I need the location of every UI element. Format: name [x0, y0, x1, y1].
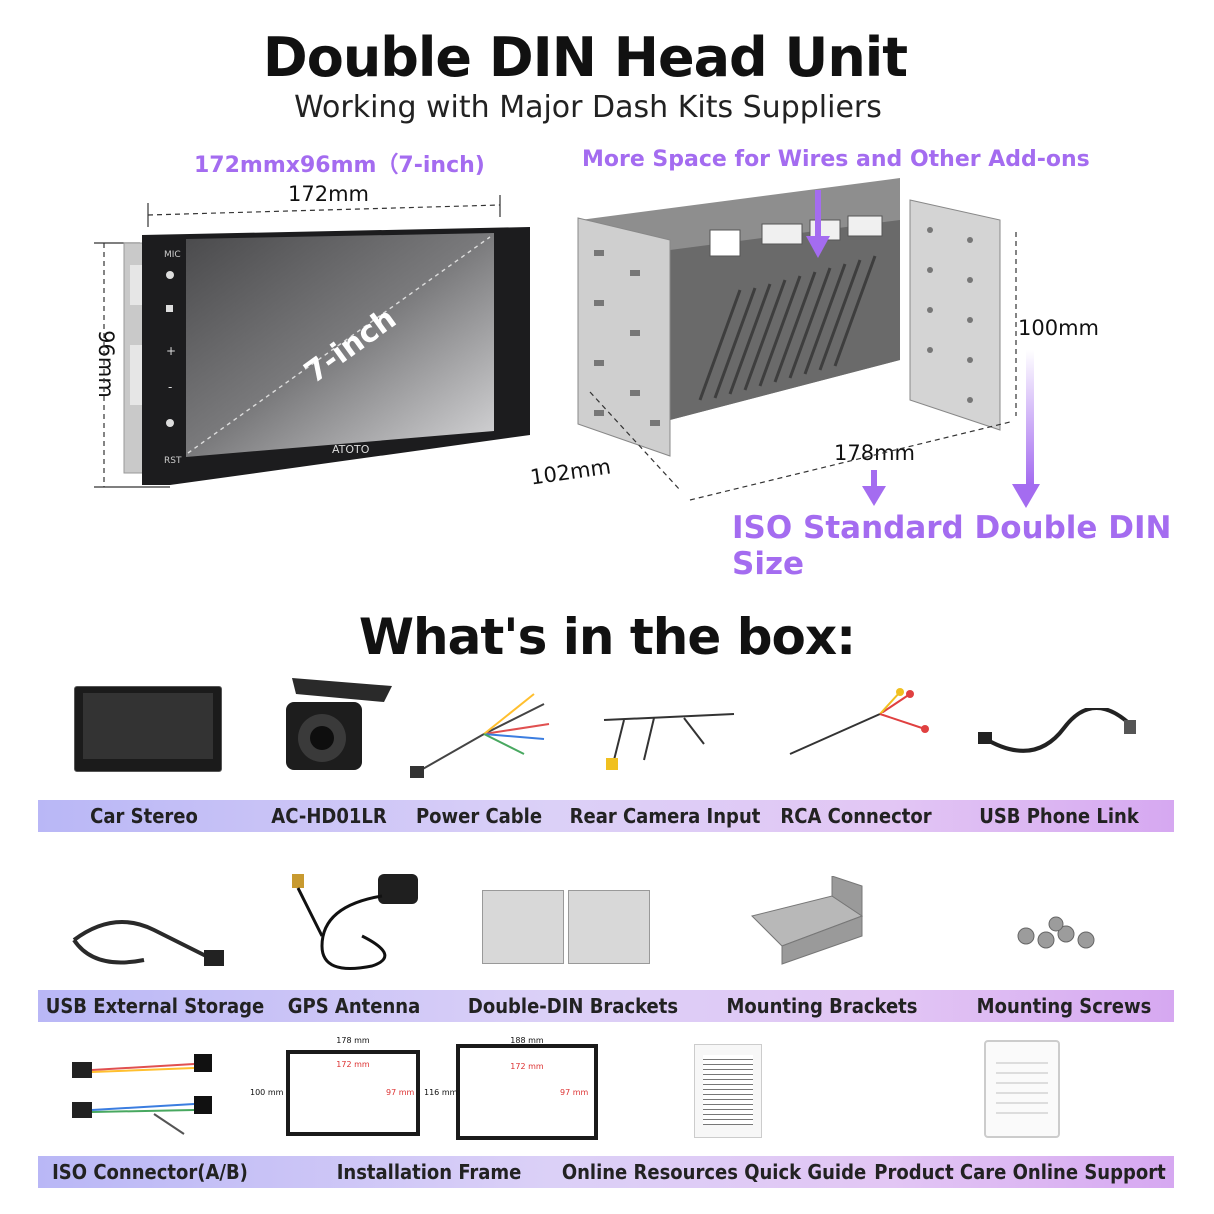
label-rear-camera-input: Rear Camera Input	[569, 804, 761, 828]
label-mounting-brackets: Mounting Brackets	[726, 994, 918, 1018]
row1-label-band: Car Stereo AC-HD01LR Power Cable Rear Ca…	[38, 800, 1174, 832]
mounting-screws-image	[1017, 916, 1095, 949]
label-iso-connector: ISO Connector(A/B)	[52, 1160, 248, 1184]
label-power-cable: Power Cable	[415, 804, 543, 828]
rca-connector-image	[789, 688, 929, 755]
label-car-stereo: Car Stereo	[90, 804, 198, 828]
label-mounting-screws: Mounting Screws	[976, 994, 1152, 1018]
label-installation-frame: Installation Frame	[336, 1160, 522, 1184]
power-cable-image	[410, 693, 550, 778]
page-subtitle: Working with Major Dash Kits Suppliers	[294, 90, 882, 125]
svg-text:+: +	[166, 344, 176, 358]
install-frame-178: 178 mm 172 mm 100 mm 97 mm	[250, 1036, 440, 1142]
label-rca-connector: RCA Connector	[780, 804, 932, 828]
car-stereo-image	[74, 686, 222, 772]
frame2-inner-width: 172 mm	[510, 1062, 544, 1071]
row2-label-band: USB External Storage GPS Antenna Double-…	[38, 990, 1174, 1022]
frame2-inner-height: 97 mm	[560, 1088, 589, 1097]
frame-inner-height: 97 mm	[386, 1088, 415, 1097]
chassis-diagram	[577, 178, 1040, 508]
right-caption: More Space for Wires and Other Add-ons	[582, 147, 1090, 172]
install-frame-188: 188 mm 172 mm 116 mm 97 mm	[424, 1036, 604, 1142]
label-quick-guide: Online Resources Quick Guide	[561, 1160, 867, 1184]
row3-label-band: ISO Connector(A/B) Installation Frame On…	[38, 1156, 1174, 1188]
frame-outer-width: 178 mm	[336, 1036, 370, 1045]
label-product-care: Product Care Online Support	[874, 1160, 1166, 1184]
rst-label: RST	[164, 456, 182, 466]
quick-guide-image	[694, 1044, 762, 1138]
iso-connector-image	[72, 1054, 212, 1135]
frame2-outer-width: 188 mm	[510, 1036, 544, 1045]
label-usb-phone-link: USB Phone Link	[979, 804, 1139, 828]
mounting-brackets-image	[751, 876, 864, 965]
frame-outer-height: 100 mm	[250, 1088, 284, 1097]
left-width-label: 172mm	[288, 182, 369, 206]
camera-image	[286, 678, 392, 770]
product-care-card-image	[984, 1040, 1060, 1138]
usb-storage-cable-image	[72, 920, 224, 966]
label-gps-antenna: GPS Antenna	[287, 994, 421, 1018]
label-usb-external-storage: USB External Storage	[45, 994, 265, 1018]
right-height-label: 100mm	[1018, 316, 1099, 340]
frame2-outer-height: 116 mm	[424, 1088, 458, 1097]
usb-phone-link-image	[978, 708, 1136, 753]
iso-standard-label: ISO Standard Double DIN Size	[732, 510, 1172, 582]
rear-camera-cable-image	[603, 713, 735, 770]
box-section-title: What's in the box:	[358, 608, 856, 666]
label-camera: AC-HD01LR	[271, 804, 387, 828]
left-caption: 172mmx96mm（7-inch)	[194, 153, 485, 178]
mic-label: MIC	[164, 250, 181, 260]
brand-label: ATOTO	[332, 443, 370, 456]
gps-antenna-image	[292, 874, 418, 970]
head-unit-diagram: MIC RST + - ATOTO 7-inch	[94, 195, 530, 488]
page-title: Double DIN Head Unit	[262, 26, 908, 89]
double-din-brackets-image	[482, 890, 650, 964]
label-double-din-brackets: Double-DIN Brackets	[467, 994, 679, 1018]
frame-inner-width: 172 mm	[336, 1060, 370, 1069]
svg-text:-: -	[168, 380, 172, 394]
